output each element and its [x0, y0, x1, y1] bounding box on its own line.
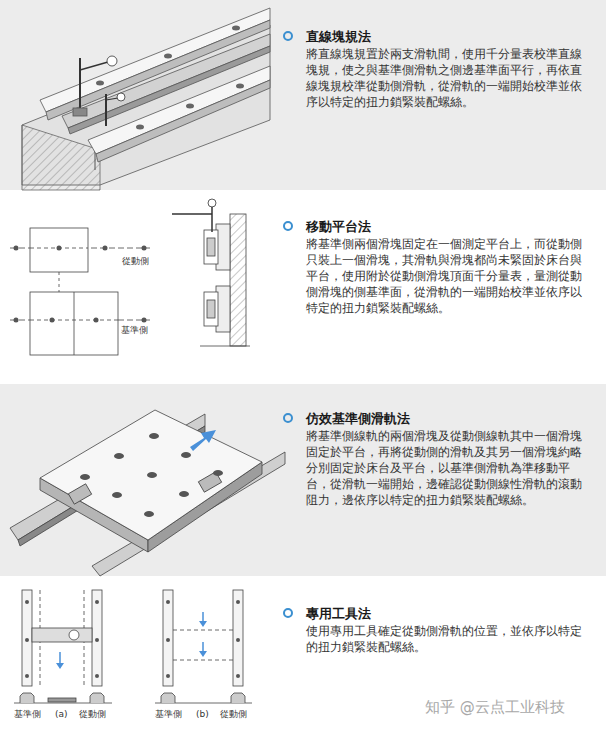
rail-side-label: 從動側: [79, 709, 106, 720]
method-panel: 直線塊規法將直線塊規置於兩支滑軌間，使用千分量表校準直線塊規，使之與基準側滑軌之…: [0, 0, 606, 190]
watermark: 知乎 @云点工业科技: [425, 698, 565, 716]
bullet-ring: [283, 608, 293, 618]
method-text: 專用工具法使用專用工具確定從動側滑軌的位置，並依序以特定的扭力鎖緊裝配螺絲。: [306, 605, 593, 655]
method-body: 將直線塊規置於兩支滑軌間，使用千分量表校準直線塊規，使之與基準側滑軌之側邊基準面…: [306, 46, 593, 110]
rail-side-label: 基準側: [14, 709, 41, 720]
figure-tag: (a): [55, 709, 68, 720]
rail-side-label: 基準側: [155, 709, 182, 720]
bullet-ring: [283, 221, 293, 231]
method-heading: 專用工具法: [306, 605, 593, 622]
method-body: 將基準側兩個滑塊固定在一個測定平台上，而從動側只裝上一個滑塊，其滑軌與滑塊都尚未…: [306, 236, 593, 316]
method-panel: 移動平台法將基準側兩個滑塊固定在一個測定平台上，而從動側只裝上一個滑塊，其滑軌與…: [0, 196, 606, 376]
method-body: 使用專用工具確定從動側滑軌的位置，並依序以特定的扭力鎖緊裝配螺絲。: [306, 623, 593, 655]
bullet-ring: [283, 31, 293, 41]
straight-edge-figure: [22, 8, 270, 190]
bullet-ring: [283, 413, 293, 423]
method-text: 仿效基準側滑軌法將基準側線軌的兩個滑塊及從動側線軌其中一個滑塊固定於平台，再將從…: [306, 410, 593, 508]
method-panel: 仿效基準側滑軌法將基準側線軌的兩個滑塊及從動側線軌其中一個滑塊固定於平台，再將從…: [0, 384, 606, 576]
tool-figure: [14, 590, 252, 703]
method-text: 直線塊規法將直線塊規置於兩支滑軌間，使用千分量表校準直線塊規，使之與基準側滑軌之…: [306, 28, 593, 110]
rail-side-label: 從動側: [220, 709, 247, 720]
rail-side-label: 從動側: [122, 256, 149, 267]
panel-grounds: [0, 0, 606, 576]
method-text: 移動平台法將基準側兩個滑塊固定在一個測定平台上，而從動側只裝上一個滑塊，其滑軌與…: [306, 218, 593, 316]
platform-figure: [10, 410, 285, 576]
method-heading: 移動平台法: [306, 218, 593, 235]
method-heading: 仿效基準側滑軌法: [306, 410, 593, 427]
moving-table-figure: [10, 199, 250, 355]
method-heading: 直線塊規法: [306, 28, 593, 45]
figure-tag: (b): [196, 709, 209, 720]
method-body: 將基準側線軌的兩個滑塊及從動側線軌其中一個滑塊固定於平台，再將從動側的滑軌及其另…: [306, 428, 593, 508]
rail-side-label: 基準側: [121, 325, 148, 336]
